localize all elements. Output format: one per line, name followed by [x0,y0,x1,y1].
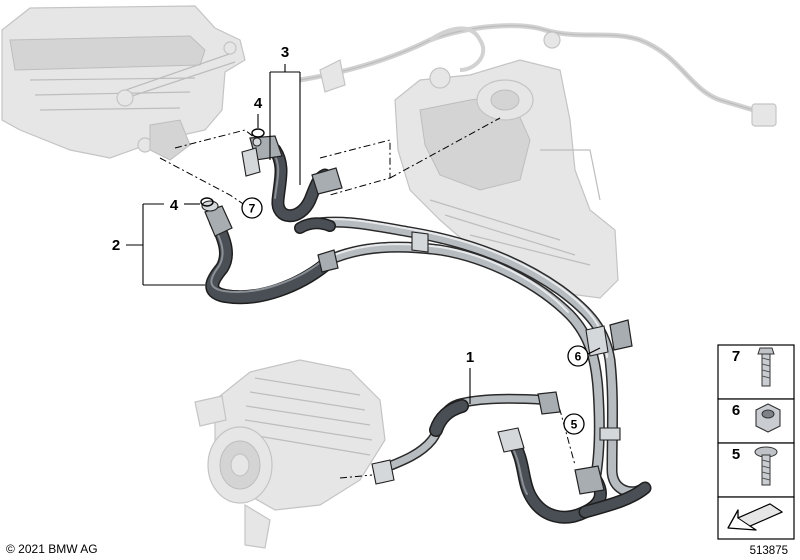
callout-4-lower: 4 [170,197,200,214]
ghost-coolant-reservoir [394,59,619,299]
callout-6-label: 6 [575,350,582,364]
callout-4-upper-label: 4 [254,95,263,112]
o-ring-lower [200,197,214,207]
callout-6: 6 [567,345,601,367]
callout-7-label: 7 [249,202,256,216]
legend-item-6-label: 6 [732,402,740,419]
callout-4-upper: 4 [254,95,263,128]
callout-1-label: 1 [466,349,474,366]
callout-5-label: 5 [571,418,578,432]
coolant-line-1-alternator-branch [371,391,561,485]
o-rings [200,128,265,207]
flange-screw-icon [754,446,778,486]
callout-5: 5 [563,413,585,435]
legend-item-5-label: 5 [732,446,740,463]
callout-7: 7 [241,197,263,219]
legend-item-7-label: 7 [732,348,740,365]
callout-4-lower-label: 4 [170,197,179,214]
callout-3-label: 3 [281,44,289,61]
legend-panel: 7 6 5 [717,344,795,540]
callout-3: 3 [269,44,301,185]
callout-1: 1 [466,349,474,404]
ghost-wiring-harness [299,23,777,127]
arrow-icon [727,503,784,531]
coolant-line-1-lower-hose [497,427,652,524]
coolant-line-1-pipes [294,216,646,498]
o-ring-upper [251,128,265,138]
legend-item-7-box [717,344,795,400]
callout-2-label: 2 [112,237,120,254]
drawing-number: 513875 [750,545,788,557]
hose-3 [241,135,343,223]
screw-icon [757,347,775,387]
hose-2 [201,200,332,305]
copyright-text: © 2021 BMW AG [6,542,98,556]
hex-nut-icon [755,403,781,433]
callout-2: 2 [112,203,205,286]
ghost-engine-module [1,5,246,161]
ghost-alternator [194,359,386,549]
